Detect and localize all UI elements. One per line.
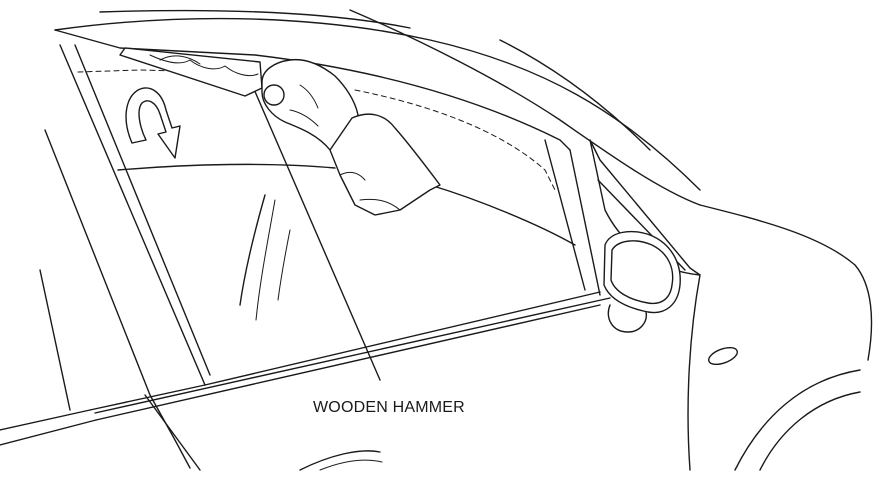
hand-and-arm	[261, 58, 441, 216]
side-mirror	[589, 139, 701, 333]
wooden-hammer	[119, 47, 263, 97]
glass-top-edge	[117, 163, 576, 321]
rotation-arrow-icon	[125, 87, 181, 159]
door-lower-body	[0, 409, 383, 471]
window-frame	[54, 29, 611, 421]
b-pillar	[39, 79, 381, 471]
wooden-hammer-label: WOODEN HAMMER	[313, 399, 465, 416]
roof-outline	[54, 9, 701, 206]
front-fender	[687, 204, 873, 471]
